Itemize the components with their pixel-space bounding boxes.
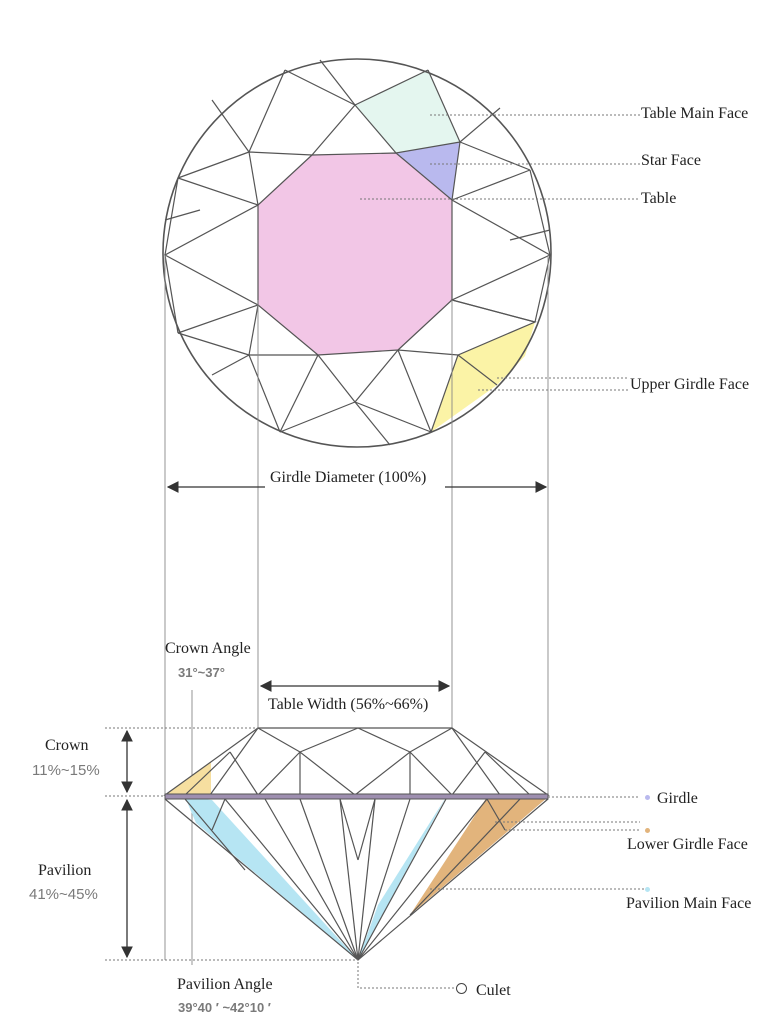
label-crown-angle: Crown Angle bbox=[165, 640, 251, 657]
star-face-fill bbox=[396, 142, 460, 200]
label-pavilion-main-face: Pavilion Main Face bbox=[626, 895, 752, 912]
label-upper-girdle-face: Upper Girdle Face bbox=[630, 376, 750, 393]
value-crown: 11%~15% bbox=[32, 762, 100, 779]
pavilion-main-marker-icon bbox=[645, 887, 650, 892]
label-table: Table bbox=[641, 190, 677, 207]
side-leaders bbox=[105, 727, 645, 989]
projection-guides bbox=[164, 255, 549, 965]
label-culet: Culet bbox=[476, 982, 511, 999]
top-view-diamond bbox=[162, 58, 552, 448]
value-crown-angle: 31°~37° bbox=[178, 665, 225, 680]
label-girdle: Girdle bbox=[657, 790, 698, 807]
label-girdle-diameter: Girdle Diameter (100%) bbox=[270, 469, 427, 486]
top-leaders bbox=[360, 114, 640, 391]
side-view-diamond bbox=[163, 727, 550, 961]
pavilion-main-face-fill-2 bbox=[185, 797, 358, 960]
label-table-width: Table Width (56%~66%) bbox=[268, 696, 429, 713]
lower-girdle-marker-icon bbox=[645, 828, 650, 833]
lower-girdle-face-fill bbox=[410, 797, 548, 915]
table-fill bbox=[258, 153, 452, 355]
label-pavilion-angle: Pavilion Angle bbox=[177, 976, 273, 993]
girdle-band bbox=[164, 793, 549, 800]
upper-girdle-face-fill bbox=[431, 322, 535, 432]
label-star-face: Star Face bbox=[641, 152, 701, 169]
table-main-face-fill bbox=[355, 70, 460, 153]
value-pavilion: 41%~45% bbox=[29, 886, 98, 903]
girdle-outline bbox=[162, 58, 552, 448]
value-pavilion-angle: 39°40 ′ ~42°10 ′ bbox=[178, 1000, 271, 1015]
label-crown: Crown bbox=[45, 737, 89, 754]
label-lower-girdle-face: Lower Girdle Face bbox=[627, 836, 748, 853]
girdle-marker-icon bbox=[645, 795, 650, 800]
culet-marker-icon bbox=[456, 983, 467, 994]
label-table-main-face: Table Main Face bbox=[641, 105, 749, 122]
label-pavilion: Pavilion bbox=[38, 862, 92, 879]
